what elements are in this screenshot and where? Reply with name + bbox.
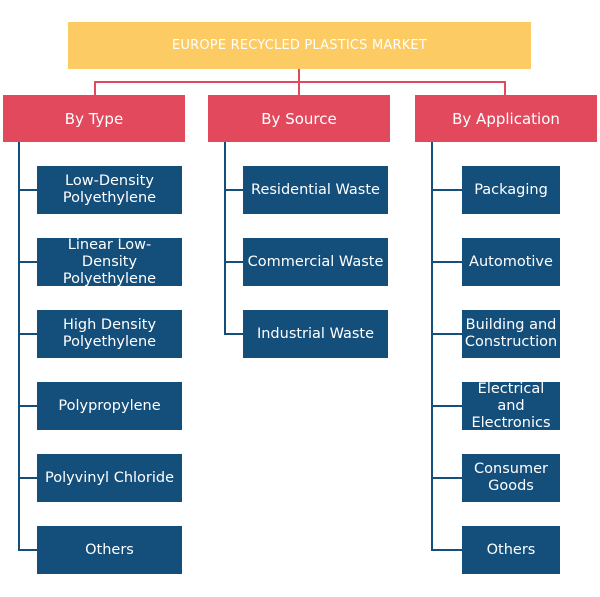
type-branch: [18, 189, 37, 191]
type-item-others: Others: [37, 526, 182, 574]
category-connector-source: [298, 81, 300, 95]
application-item-consumer-goods: Consumer Goods: [462, 454, 560, 502]
type-branch: [18, 333, 37, 335]
type-item-linear-low-density-polyethylene: Linear Low-Density Polyethylene: [37, 237, 182, 287]
source-item-industrial-waste: Industrial Waste: [243, 310, 388, 358]
application-item-packaging: Packaging: [462, 166, 560, 214]
source-trunk-line: [224, 142, 226, 335]
application-branch: [431, 333, 462, 335]
type-trunk-line: [18, 142, 20, 551]
root-connector-vertical: [298, 69, 300, 82]
type-branch: [18, 261, 37, 263]
source-item-residential-waste: Residential Waste: [243, 166, 388, 214]
source-item-commercial-waste: Commercial Waste: [243, 238, 388, 286]
application-trunk-line: [431, 142, 433, 551]
category-connector-horizontal: [94, 81, 506, 83]
application-item-automotive: Automotive: [462, 238, 560, 286]
type-item-polyvinyl-chloride: Polyvinyl Chloride: [37, 454, 182, 502]
application-item-electrical-and-electronics: Electrical and Electronics: [462, 381, 560, 431]
category-connector-type: [94, 81, 96, 95]
type-branch: [18, 549, 37, 551]
application-branch: [431, 405, 462, 407]
application-item-others: Others: [462, 526, 560, 574]
application-branch: [431, 477, 462, 479]
category-by-source: By Source: [208, 95, 390, 142]
application-branch: [431, 261, 462, 263]
category-connector-application: [504, 81, 506, 95]
type-item-low-density-polyethylene: Low-Density Polyethylene: [37, 166, 182, 214]
type-branch: [18, 405, 37, 407]
category-by-type: By Type: [3, 95, 185, 142]
type-item-polypropylene: Polypropylene: [37, 382, 182, 430]
source-branch: [224, 189, 243, 191]
category-by-application: By Application: [415, 95, 597, 142]
application-item-building-and-construction: Building and Construction: [462, 310, 560, 358]
application-branch: [431, 189, 462, 191]
type-branch: [18, 477, 37, 479]
source-branch: [224, 261, 243, 263]
type-item-high-density-polyethylene: High Density Polyethylene: [37, 310, 182, 358]
source-branch: [224, 333, 243, 335]
application-branch: [431, 549, 462, 551]
diagram-title: EUROPE RECYCLED PLASTICS MARKET: [68, 22, 531, 69]
